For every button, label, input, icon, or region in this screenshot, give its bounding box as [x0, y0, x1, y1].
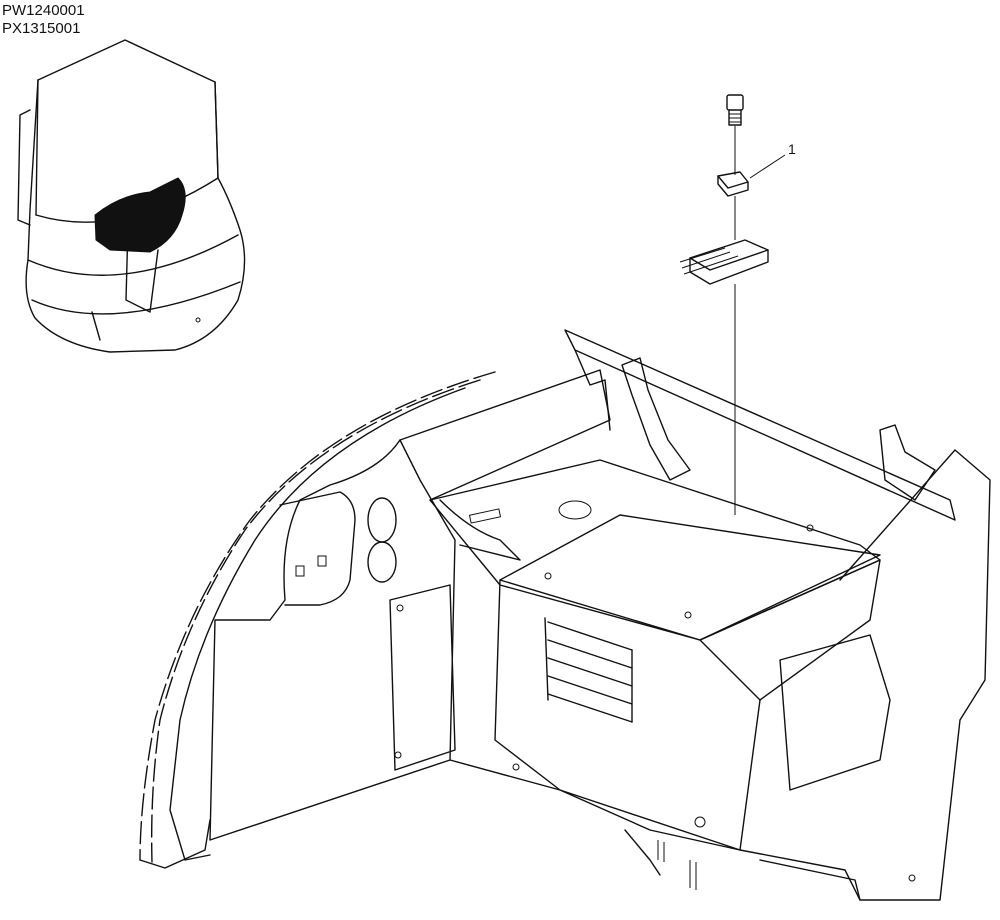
seat-locator-inset: [17, 39, 246, 353]
clip-part: [717, 171, 749, 197]
bolt-part: [726, 94, 744, 126]
drawing-id-1: PW1240001: [2, 2, 85, 19]
drawing-id-2: PX1315001: [2, 20, 81, 37]
callout-label-1: 1: [788, 141, 796, 157]
callout-1: 1: [749, 141, 796, 179]
cab-floor-assembly: [139, 329, 991, 901]
rail-section-part: [679, 239, 769, 285]
